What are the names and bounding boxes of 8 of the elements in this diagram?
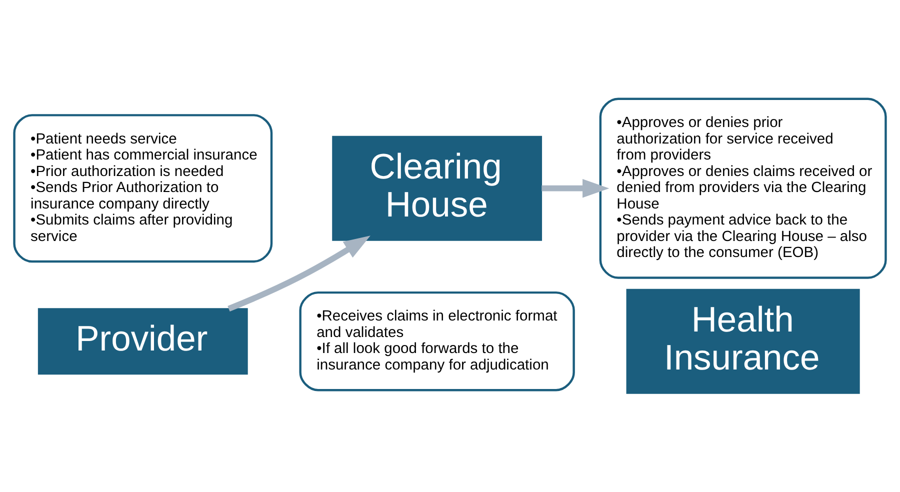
arrow: [542, 179, 610, 198]
node-box: Clearing House: [332, 136, 542, 241]
node-box: •Patient needs service •Patient has commercial insurance •Prior authorization is needed •Sends Prior Authorization to insurance company directly •Submits claims after providing service: [13, 114, 273, 263]
node-box: Provider: [38, 308, 248, 375]
node-box: •Receives claims in electronic format and validates •If all look good forwards to the insurance company for adjudication: [299, 291, 575, 392]
node-box: •Approves or denies prior authorization for service received from providers •Approves or denies claims received or denied from providers via the Clearing House •Sends payment advice back to the provider via the Clearing House – also directly to the consumer (EOB): [599, 98, 887, 279]
node-box: Health Insurance: [626, 288, 860, 394]
arrow: [228, 236, 370, 312]
